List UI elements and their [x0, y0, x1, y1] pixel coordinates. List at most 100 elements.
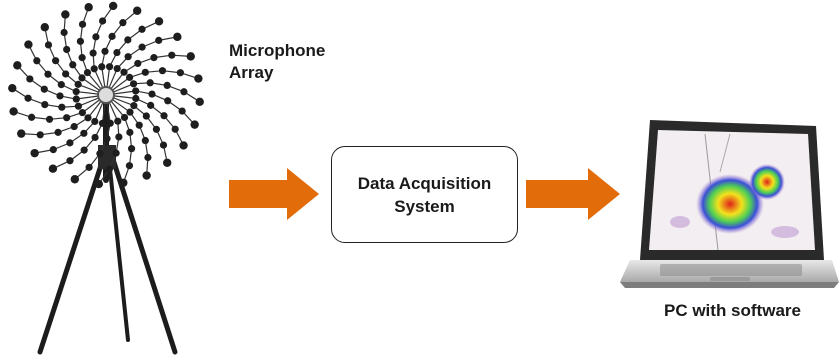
- microphone: [179, 141, 188, 150]
- microphone: [26, 75, 34, 83]
- mic-label-line1: Microphone: [229, 41, 326, 60]
- microphone: [41, 100, 49, 109]
- microphone: [160, 112, 168, 120]
- microphone: [159, 141, 168, 149]
- microphone: [146, 79, 154, 87]
- microphone: [66, 139, 74, 147]
- microphone: [126, 128, 134, 136]
- microphone: [17, 129, 26, 138]
- microphone: [13, 61, 22, 70]
- microphone: [58, 103, 66, 111]
- microphone: [78, 74, 86, 82]
- microphone: [152, 125, 160, 133]
- daq-label-line1: Data Acquisition: [357, 173, 492, 193]
- microphone: [62, 70, 70, 78]
- microphone: [115, 133, 123, 141]
- arrow-right-icon: [526, 168, 620, 220]
- microphone: [168, 51, 176, 59]
- microphone: [134, 59, 142, 68]
- microphone: [135, 121, 143, 129]
- microphone: [132, 87, 140, 95]
- microphone: [63, 114, 71, 122]
- microphone: [63, 45, 71, 54]
- microphone: [83, 68, 92, 77]
- arrow-right-icon: [229, 168, 319, 220]
- microphone: [76, 37, 85, 45]
- microphone: [74, 80, 82, 88]
- microphone: [190, 120, 199, 129]
- microphone: [40, 23, 49, 32]
- microphone: [108, 1, 118, 11]
- microphone: [129, 80, 138, 88]
- microphone-array-icon: [8, 1, 204, 355]
- microphone: [28, 113, 36, 121]
- microphone: [69, 61, 77, 69]
- microphone: [138, 25, 146, 33]
- microphone: [74, 102, 83, 110]
- microphone: [120, 113, 129, 122]
- microphone: [33, 57, 41, 65]
- microphone: [112, 149, 120, 157]
- microphone: [44, 41, 53, 49]
- microphone: [138, 43, 146, 51]
- microphone: [60, 28, 68, 37]
- microphone: [9, 107, 18, 116]
- microphone: [24, 94, 32, 102]
- microphone: [142, 112, 150, 120]
- microphone: [150, 54, 158, 62]
- microphone: [163, 158, 172, 167]
- microphone: [78, 20, 87, 28]
- microphone: [158, 67, 167, 75]
- microphone: [126, 73, 134, 82]
- microphone: [72, 87, 80, 96]
- microphone: [36, 131, 44, 139]
- microphone: [141, 136, 149, 145]
- microphone: [126, 108, 134, 116]
- daq-label-line2: System: [394, 196, 455, 216]
- microphone: [70, 175, 80, 184]
- microphone: [105, 165, 113, 173]
- microphone: [195, 97, 204, 107]
- microphone: [61, 10, 70, 19]
- microphone: [8, 83, 17, 93]
- microphone: [120, 68, 128, 76]
- microphone: [91, 117, 99, 126]
- microphone: [180, 88, 188, 96]
- microphone: [84, 114, 92, 122]
- microphone: [66, 157, 74, 165]
- microphone: [119, 178, 128, 187]
- microphone: [108, 32, 116, 40]
- microphone: [154, 17, 164, 26]
- microphone: [106, 119, 114, 127]
- microphone: [127, 145, 136, 153]
- microphone: [164, 97, 172, 105]
- microphone: [147, 101, 155, 109]
- microphone: [30, 148, 39, 158]
- microphone: [142, 171, 151, 180]
- microphone: [80, 146, 88, 154]
- microphone: [124, 53, 132, 61]
- microphone: [98, 119, 107, 127]
- arrow-shape: [526, 168, 620, 220]
- microphone: [194, 74, 203, 83]
- microphone: [94, 179, 104, 189]
- microphone: [72, 95, 80, 103]
- microphone: [54, 128, 62, 136]
- microphone: [119, 19, 127, 27]
- microphone: [45, 115, 54, 123]
- microphone: [163, 81, 171, 90]
- microphone: [99, 17, 107, 25]
- microphone: [80, 129, 88, 137]
- microphone: [90, 65, 98, 73]
- microphone: [98, 63, 106, 71]
- microphone: [171, 125, 179, 133]
- microphone: [24, 40, 33, 49]
- microphone: [70, 122, 78, 131]
- microphone: [105, 63, 114, 71]
- microphone: [173, 32, 182, 42]
- microphone: [103, 135, 111, 143]
- microphone: [178, 107, 186, 115]
- microphone: [91, 133, 99, 142]
- microphone-array-label: Microphone Array: [229, 40, 369, 84]
